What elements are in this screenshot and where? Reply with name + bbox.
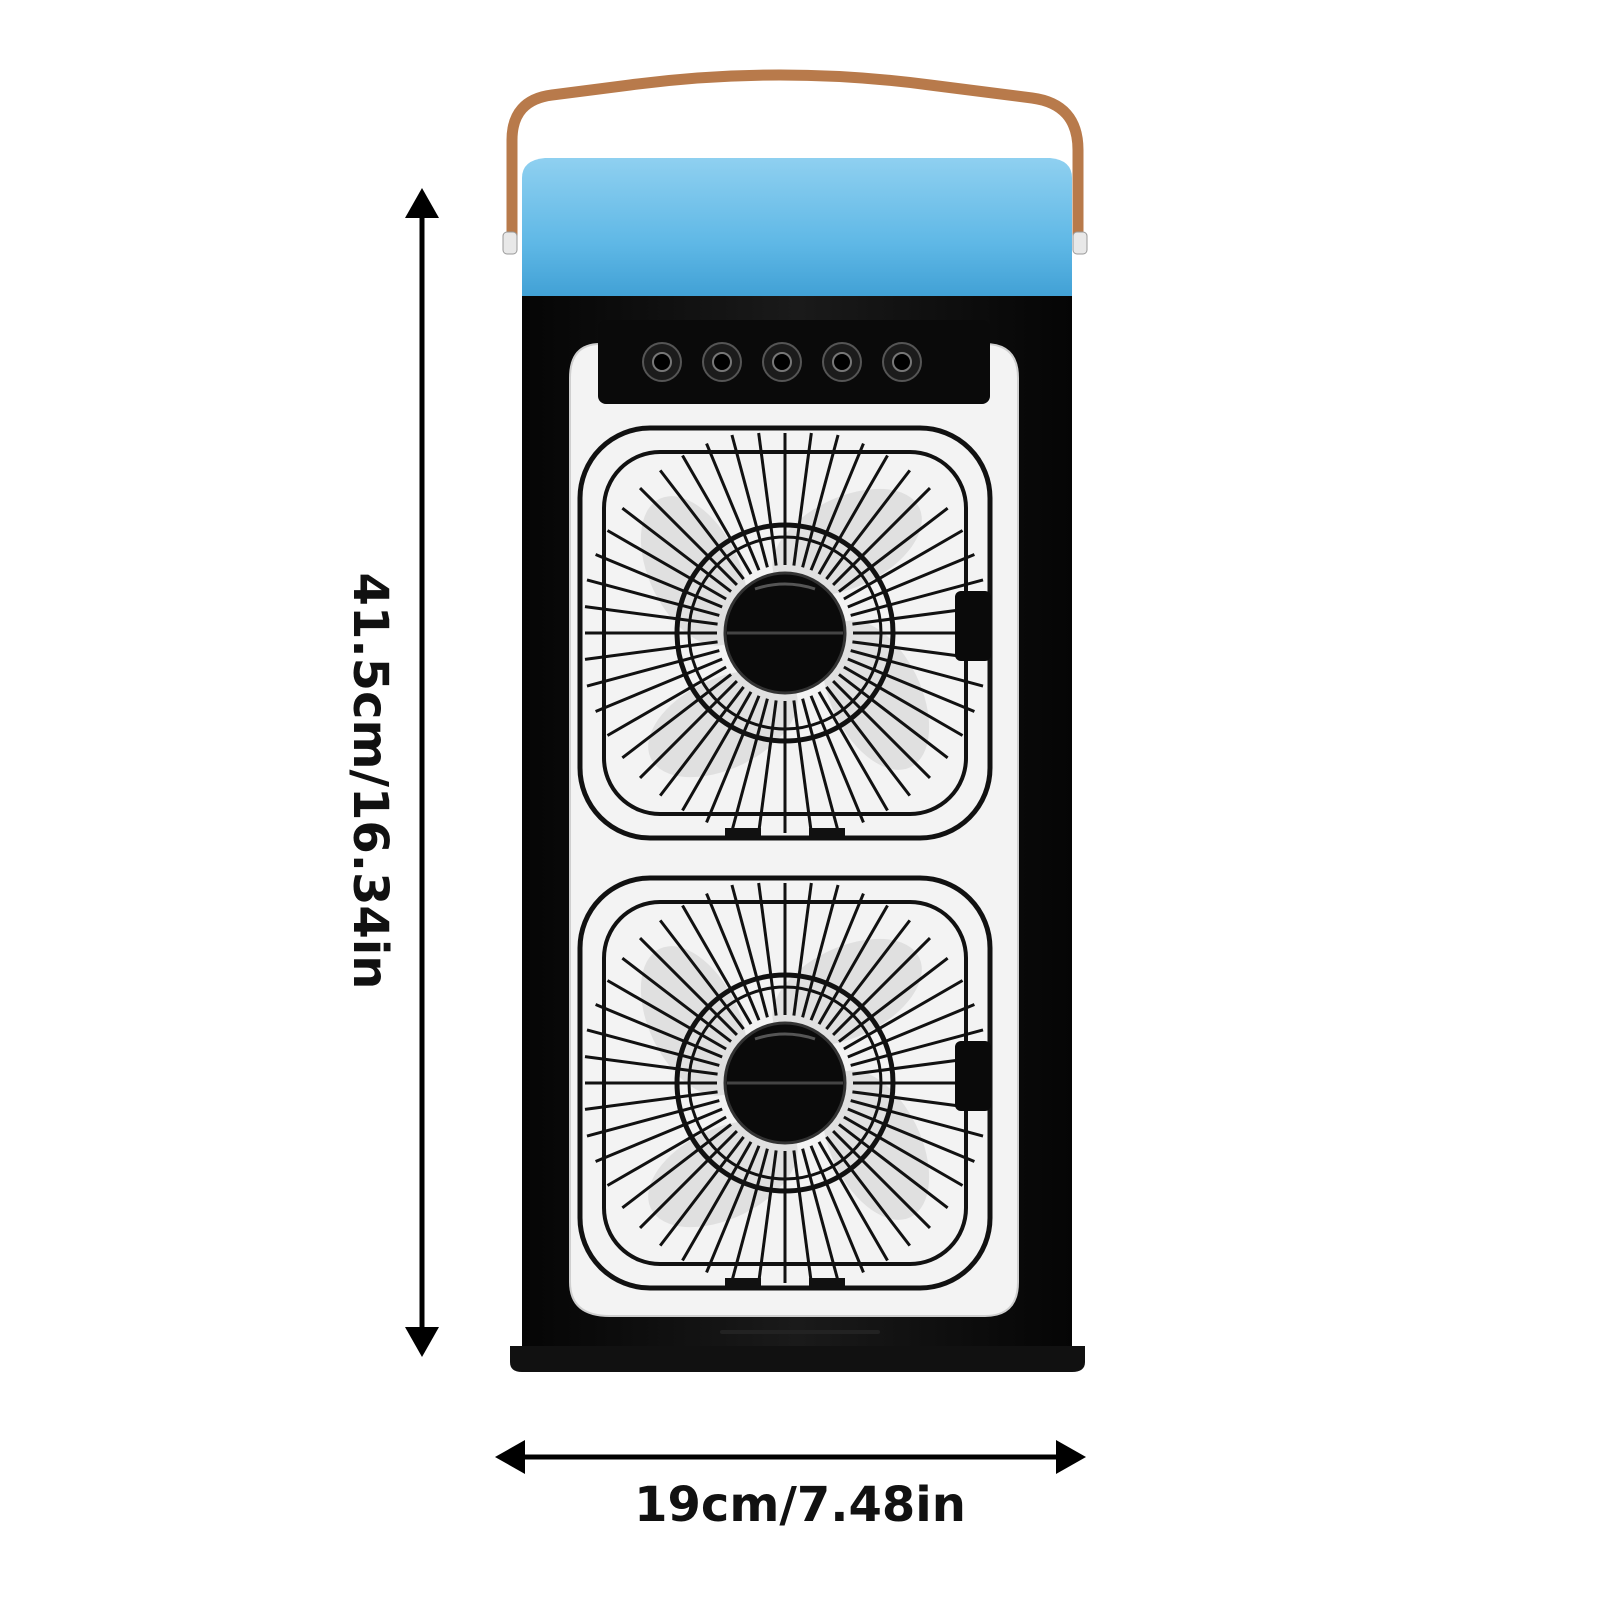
mist-nozzle (702, 342, 742, 382)
fan-group (577, 425, 993, 1291)
mist-nozzle (882, 342, 922, 382)
fan-grill (577, 875, 993, 1291)
carry-handle (506, 69, 1084, 251)
mist-nozzle (642, 342, 682, 382)
handle-clip-right (1072, 231, 1088, 255)
fan-grill (577, 425, 993, 841)
width-dimension-label: 19cm/7.48in (634, 1477, 966, 1533)
cooler-base (510, 1346, 1085, 1372)
bottom-vent (720, 1330, 880, 1334)
top-light-panel (522, 158, 1072, 300)
handle-clip-left (502, 231, 518, 255)
width-dimension-arrow (495, 1440, 1086, 1474)
mist-nozzle (822, 342, 862, 382)
height-dimension-label: 41.5cm/16.34in (342, 572, 398, 990)
height-dimension-arrow (405, 188, 439, 1357)
nozzle-group (642, 342, 922, 382)
mist-nozzle (762, 342, 802, 382)
